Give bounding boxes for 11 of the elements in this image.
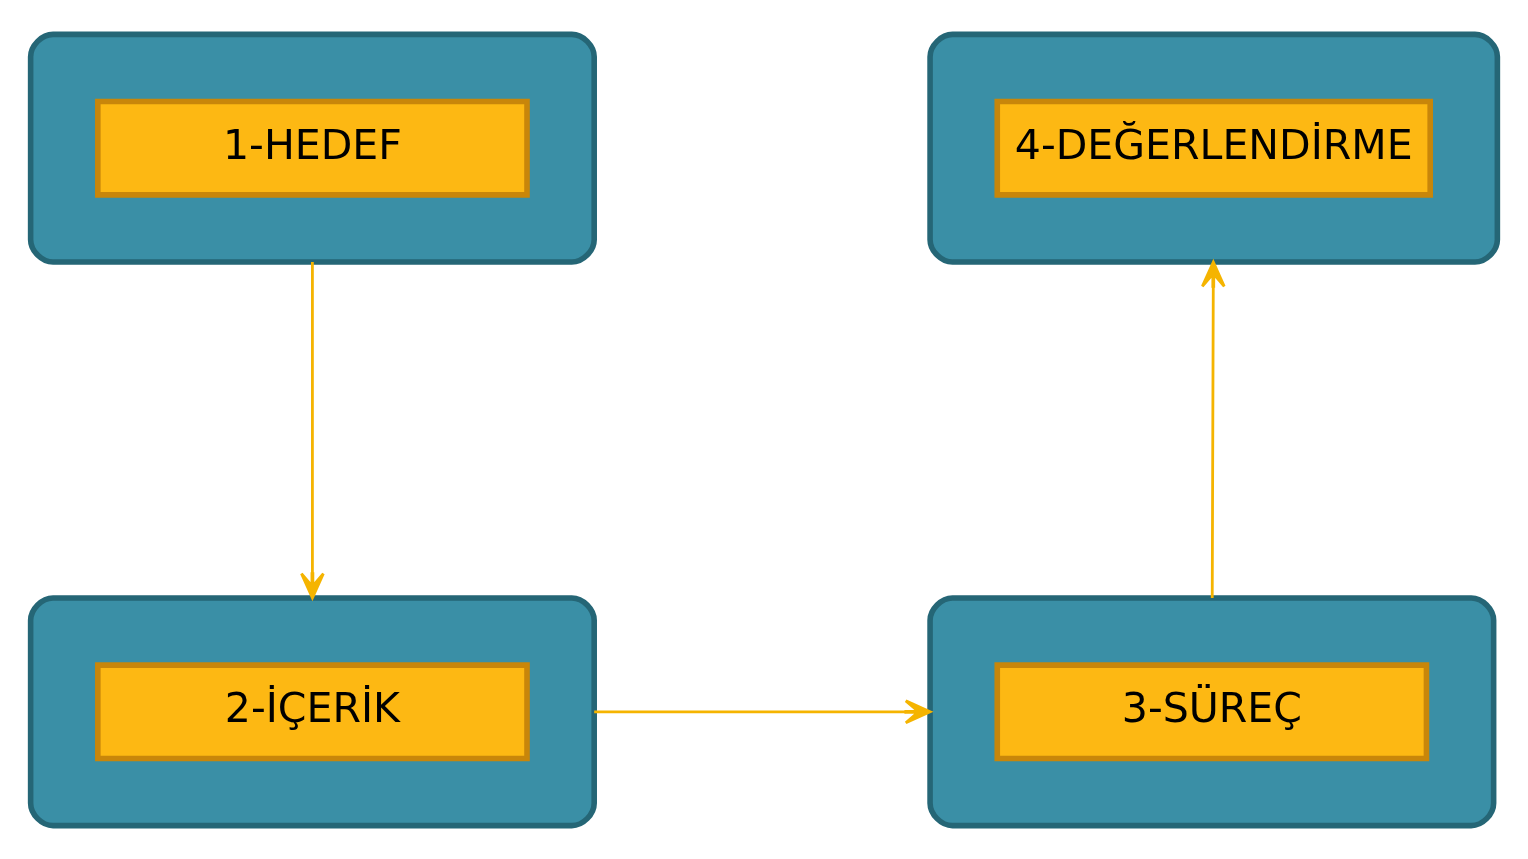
arrow xyxy=(300,261,325,599)
cluster xyxy=(927,31,1501,265)
node-box: 4-DEĞERLENDİRME xyxy=(994,98,1433,198)
cluster xyxy=(27,594,597,828)
cluster xyxy=(927,594,1497,828)
arrow xyxy=(1200,260,1226,598)
node-box: 1-HEDEF xyxy=(95,98,530,198)
cluster xyxy=(27,31,597,265)
node-box: 2-İÇERİK xyxy=(95,661,530,761)
node-box: 3-SÜREÇ xyxy=(994,661,1430,761)
arrow xyxy=(594,698,932,724)
